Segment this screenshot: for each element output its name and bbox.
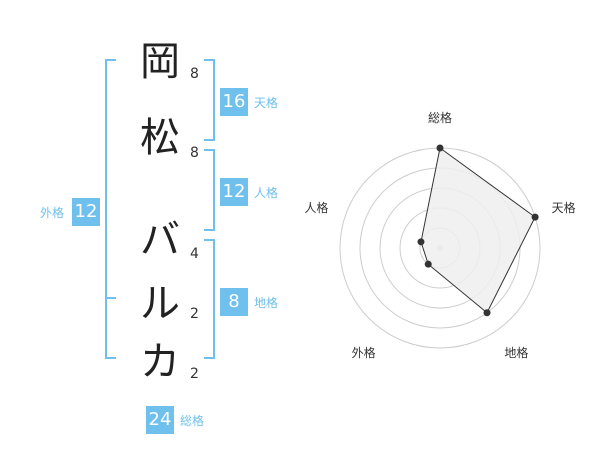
bracket-chikaku [204,239,215,359]
tenkaku-label: 天格 [254,96,279,110]
chikaku-label: 地格 [254,296,279,310]
jinkaku-value-badge: 12 [220,178,248,206]
bracket-lines [105,59,215,359]
radar-point-3 [483,309,491,317]
name-char-5: カ [140,339,180,385]
soukaku-value-badge: 24 [146,406,174,434]
radar-point-5 [417,238,425,246]
bracket-tenkaku [204,59,215,141]
stroke-count-1: 8 [190,66,199,82]
soukaku-label: 総格 [180,414,205,428]
name-char-1: 岡 [140,39,180,85]
radar-label-gaikaku: 外格 [351,346,376,361]
name-char-3: バ [140,217,180,263]
radar-label-chikaku: 地格 [504,346,529,361]
name-char-2: 松 [140,115,180,161]
radar-label-jinkaku: 人格 [304,200,329,215]
stroke-count-5: 2 [190,366,199,382]
name-char-4: ル [140,281,180,327]
radar-point-4 [424,260,432,268]
radar-point-2 [531,213,539,221]
stroke-count-2: 8 [190,145,199,161]
radar-label-tenkaku: 天格 [551,200,576,215]
radar-label-soukaku: 総格 [428,111,453,125]
chikaku-value-badge: 8 [220,288,248,316]
radar-point-1 [436,144,444,152]
radar-polygon [420,147,536,314]
stroke-count-4: 2 [190,306,199,322]
stroke-count-3: 4 [190,246,199,262]
radar-chart [339,144,541,349]
gaikaku-label: 外格 [40,206,65,220]
jinkaku-label: 人格 [254,186,279,200]
bracket-gaikaku [105,59,116,359]
tenkaku-value-badge: 16 [220,88,248,116]
gaikaku-value-badge: 12 [72,198,100,226]
bracket-jinkaku [204,149,215,231]
